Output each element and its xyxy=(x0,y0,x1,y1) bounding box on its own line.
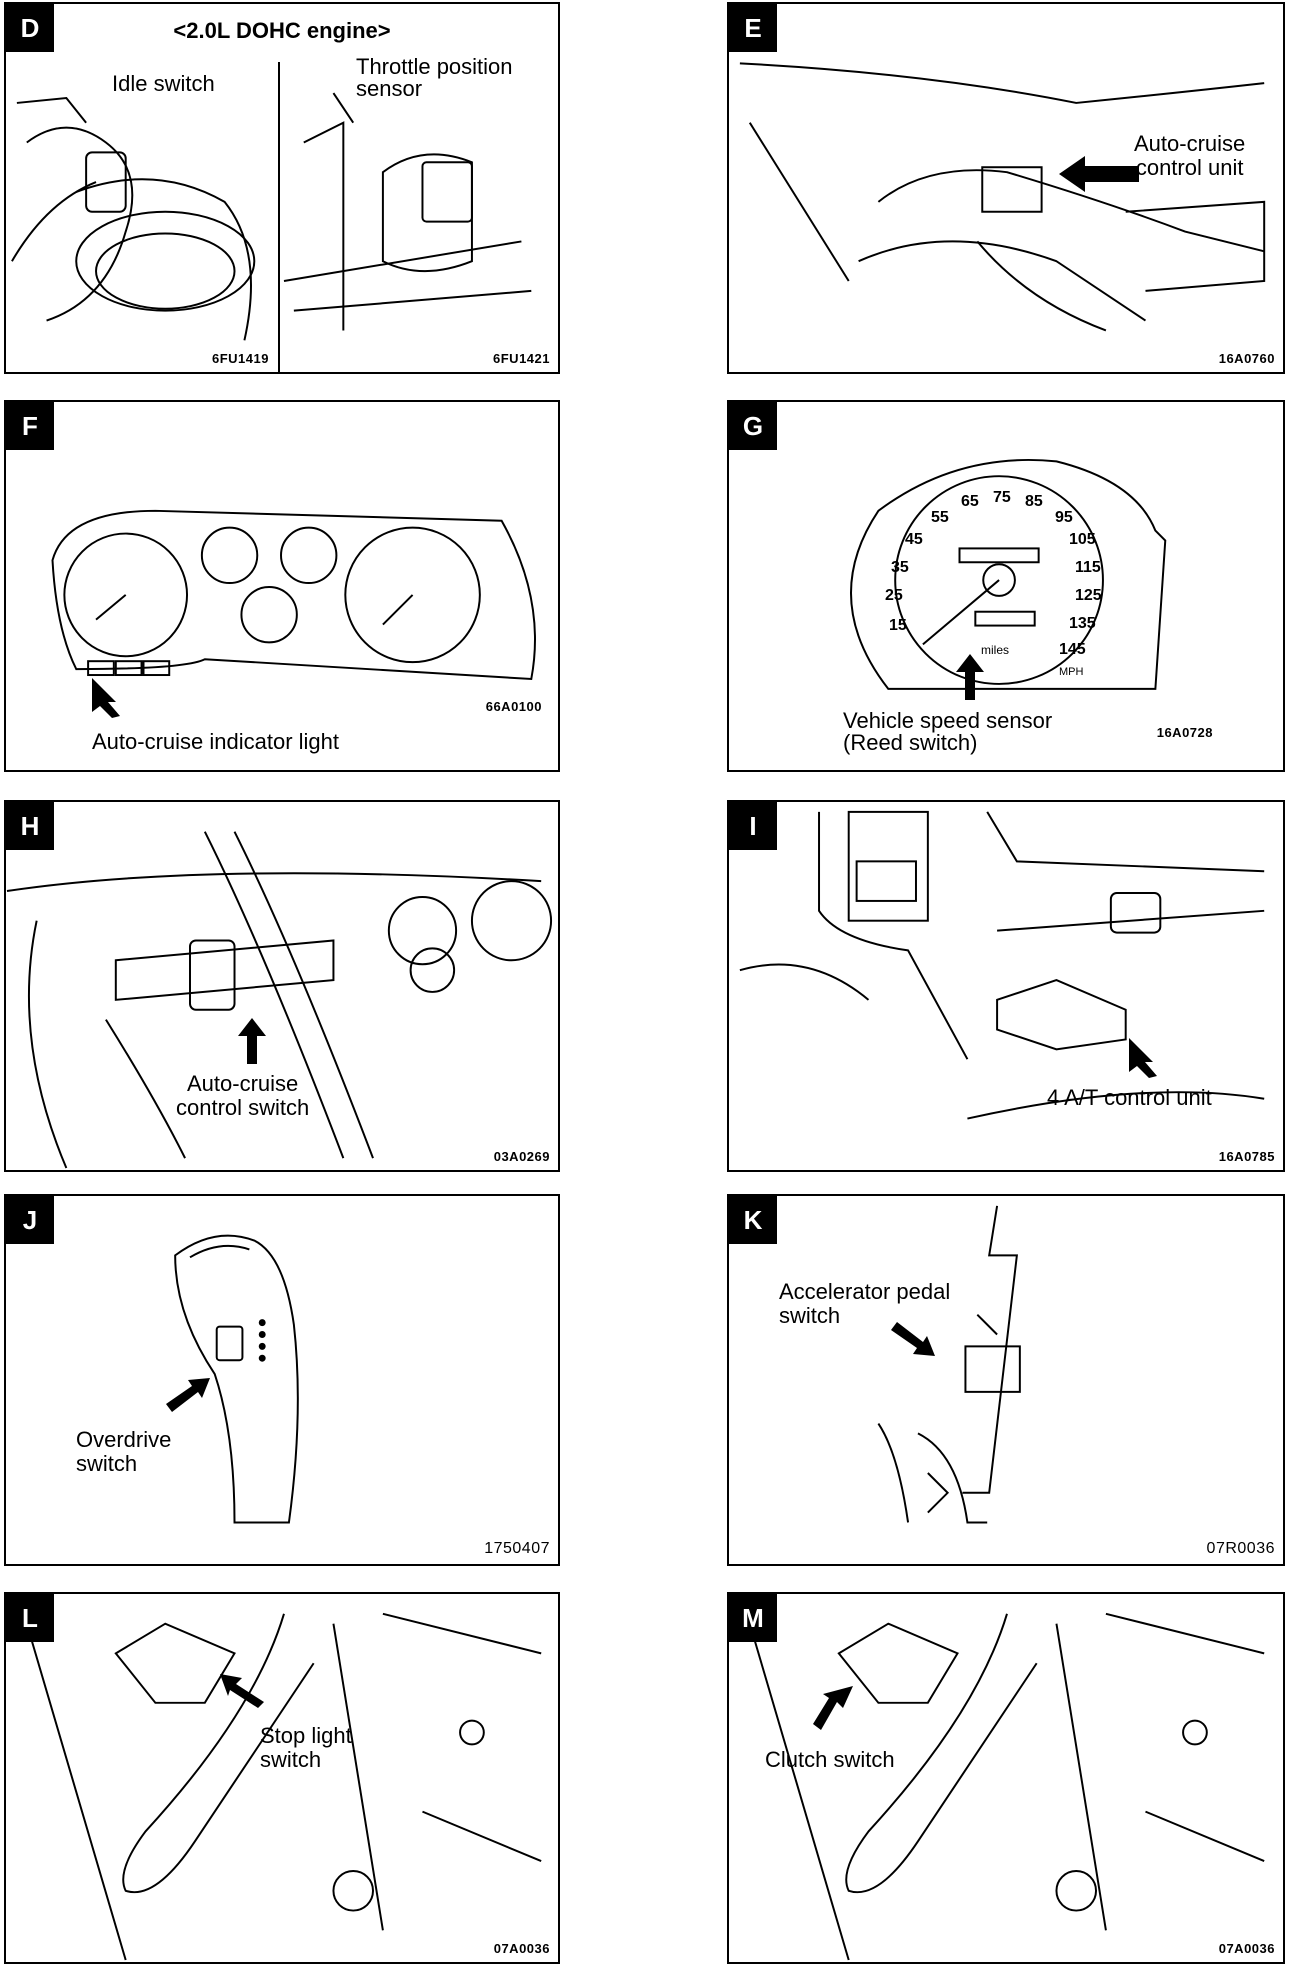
accelerator-pedal-switch-label: Accelerator pedal switch xyxy=(779,1279,951,1328)
dial-mark: 55 xyxy=(931,509,949,526)
clutch-switch-label: Clutch switch xyxy=(765,1747,895,1772)
shift-knob-illustration xyxy=(174,1234,299,1524)
dial-mark: 75 xyxy=(993,489,1011,506)
panel-d: D <2.0L DOHC engine> Idle switch Throttl… xyxy=(4,2,560,374)
at-control-unit-label: 4 A/T control unit xyxy=(1047,1085,1212,1110)
dial-mark: 125 xyxy=(1075,587,1102,604)
panel-badge: F xyxy=(6,402,54,450)
panel-m: M Clutch switch 07A0036 xyxy=(727,1592,1285,1964)
panel-badge: E xyxy=(729,4,777,52)
arrow-icon xyxy=(1059,156,1139,192)
figure-code: 16A0785 xyxy=(1218,1149,1275,1164)
panel-h: H Auto-cruise control switch 03A0269 xyxy=(4,800,560,1172)
panel-k: K Accelerator pedal switch 07R0036 xyxy=(727,1194,1285,1566)
figure-code: 07A0036 xyxy=(493,1941,550,1956)
panel-e: E Auto-cruise control unit 16A0760 xyxy=(727,2,1285,374)
engine-illustration xyxy=(11,92,532,341)
dial-mark: 65 xyxy=(961,493,979,510)
panel-badge: D xyxy=(6,4,54,52)
dial-mark: 15 xyxy=(889,617,907,634)
stop-light-switch-label: Stop light switch xyxy=(260,1723,352,1772)
arrow-icon xyxy=(956,654,984,700)
dial-mark: 95 xyxy=(1055,509,1073,526)
dial-mark: 105 xyxy=(1069,531,1096,548)
panel-badge: K xyxy=(729,1196,777,1244)
panel-f: F Auto-cruise indicator light 66A0100 xyxy=(4,400,560,772)
vehicle-speed-sensor-label: Vehicle speed sensor (Reed switch) xyxy=(843,708,1053,755)
panel-badge: L xyxy=(6,1594,54,1642)
pedal-bracket-illustration xyxy=(748,1612,1265,1961)
panel-badge: J xyxy=(6,1196,54,1244)
dial-mark: 45 xyxy=(905,531,923,548)
speedometer-illustration xyxy=(850,458,1167,690)
figure-code: 07R0036 xyxy=(1206,1540,1275,1557)
dial-mark: 35 xyxy=(891,559,909,576)
figure-code: 03A0269 xyxy=(493,1149,550,1164)
arrow-icon xyxy=(238,1018,266,1064)
auto-cruise-control-unit-label: Auto-cruise control unit xyxy=(1134,131,1246,180)
panel-badge: M xyxy=(729,1594,777,1642)
panel-divider xyxy=(278,62,280,372)
panel-l: L Stop light switch 07A0036 xyxy=(4,1592,560,1964)
figure-code: 6FU1419 xyxy=(212,351,269,366)
overdrive-switch-label: Overdrive switch xyxy=(76,1427,172,1476)
dial-mark: 135 xyxy=(1069,615,1096,632)
panel-j: J Overdrive switch 1750407 xyxy=(4,1194,560,1566)
pedal-bracket-illustration xyxy=(25,1612,542,1961)
control-unit-illustration xyxy=(739,62,1266,332)
dial-unit-label: miles xyxy=(981,643,1010,657)
dial-mph-label: MPH xyxy=(1059,666,1084,678)
idle-switch-label: Idle switch xyxy=(112,71,215,96)
dial-mark: 115 xyxy=(1075,559,1101,576)
panel-i: I 4 A/T control unit 16A0785 xyxy=(727,800,1285,1172)
arrow-icon xyxy=(813,1686,853,1730)
accelerator-pedal-illustration xyxy=(877,1205,1021,1524)
figure-code: 6FU1421 xyxy=(493,351,550,366)
arrow-icon xyxy=(220,1674,264,1708)
figure-code: 1750407 xyxy=(484,1540,550,1557)
figure-code: 16A0760 xyxy=(1218,351,1275,366)
instrument-cluster-illustration xyxy=(51,509,536,681)
arrow-icon xyxy=(166,1378,210,1412)
arrow-icon xyxy=(891,1322,935,1356)
panel-g: G 15 25 35 45 55 65 75 85 95 105 115 125… xyxy=(727,400,1285,772)
dial-mark: 145 xyxy=(1059,641,1086,658)
throttle-position-sensor-label: Throttle position sensor xyxy=(356,54,513,101)
panel-heading: <2.0L DOHC engine> xyxy=(173,18,391,43)
dial-mark: 85 xyxy=(1025,493,1043,510)
auto-cruise-control-switch-label: Auto-cruise control switch xyxy=(176,1071,310,1120)
figure-code: 07A0036 xyxy=(1218,1941,1275,1956)
figure-code: 66A0100 xyxy=(485,699,542,714)
panel-badge: I xyxy=(729,802,777,850)
arrow-icon xyxy=(92,678,120,718)
transmission-unit-illustration xyxy=(739,810,1265,1120)
arrow-icon xyxy=(1129,1038,1157,1078)
panel-badge: H xyxy=(6,802,54,850)
auto-cruise-indicator-light-label: Auto-cruise indicator light xyxy=(92,729,340,754)
panel-badge: G xyxy=(729,402,777,450)
steering-column-illustration xyxy=(6,831,553,1169)
figure-code: 16A0728 xyxy=(1156,725,1213,740)
dial-mark: 25 xyxy=(885,587,903,604)
